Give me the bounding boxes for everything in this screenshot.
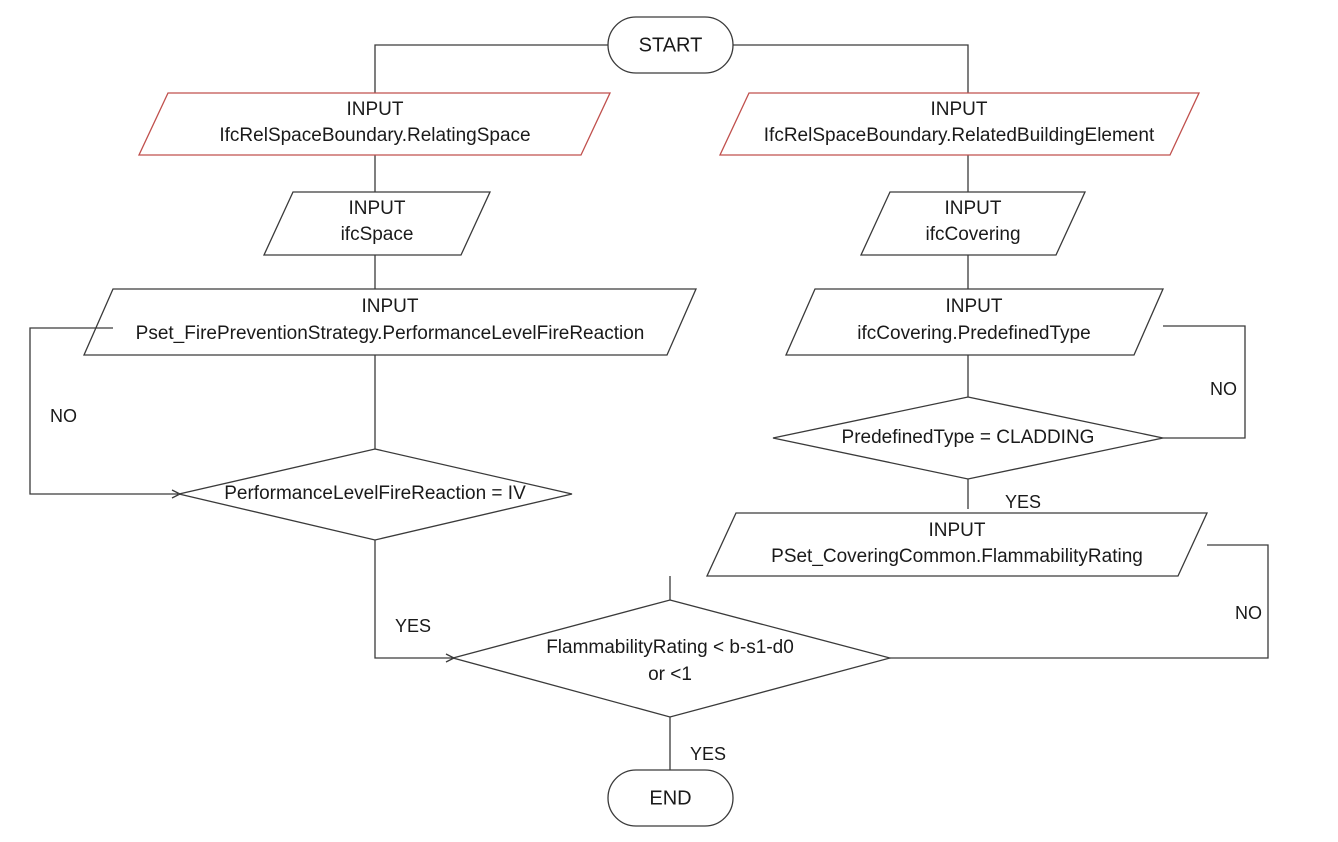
edge-label-flammability-yes: YES [690, 744, 726, 764]
node-input-pset-fire-prevention-line1: INPUT [362, 296, 419, 317]
node-input-related-building-element-line2: IfcRelSpaceBoundary.RelatedBuildingEleme… [764, 125, 1155, 146]
node-decision-performance-level-line1: PerformanceLevelFireReaction = IV [224, 483, 526, 504]
node-input-flammability-rating-line1: INPUT [929, 520, 986, 541]
node-input-related-building-element-line1: INPUT [931, 99, 988, 120]
node-input-predefined-type-line1: INPUT [946, 296, 1003, 317]
node-input-flammability-rating: INPUT PSet_CoveringCommon.FlammabilityRa… [705, 512, 1209, 577]
node-input-ifc-space-line2: ifcSpace [341, 224, 414, 245]
node-start-label: START [639, 34, 703, 56]
node-decision-flammability-line2: or <1 [648, 664, 692, 685]
connector-performance-no-loop [29, 327, 178, 495]
connector-performance-yes-to-flammability-decision [374, 540, 452, 659]
node-input-predefined-type: INPUT ifcCovering.PredefinedType [785, 288, 1164, 356]
node-input-relating-space: INPUT IfcRelSpaceBoundary.RelatingSpace [137, 92, 612, 156]
node-decision-flammability: FlammabilityRating < b-s1-d0 or <1 [450, 599, 893, 718]
node-input-relating-space-line2: IfcRelSpaceBoundary.RelatingSpace [219, 125, 530, 146]
edge-label-flammability-no: NO [1235, 603, 1262, 623]
node-end-label: END [649, 787, 691, 809]
connector-cladding-no-loop [1163, 325, 1246, 439]
node-decision-flammability-line1: FlammabilityRating < b-s1-d0 [546, 637, 794, 658]
node-input-ifc-space-line1: INPUT [349, 198, 406, 219]
node-input-predefined-type-line2: ifcCovering.PredefinedType [857, 323, 1090, 344]
connector-flammability-no-loop [890, 544, 1269, 659]
node-input-ifc-covering: INPUT ifcCovering [859, 191, 1087, 256]
node-start: START [607, 16, 734, 74]
node-decision-predefined-type: PredefinedType = CLADDING [772, 396, 1164, 480]
connector-start-to-left [374, 44, 608, 93]
edge-label-predefined-no: NO [1210, 379, 1237, 399]
edge-label-performance-yes: YES [395, 616, 431, 636]
node-decision-predefined-type-line1: PredefinedType = CLADDING [842, 427, 1095, 448]
node-input-flammability-rating-line2: PSet_CoveringCommon.FlammabilityRating [771, 546, 1143, 567]
edge-label-predefined-yes: YES [1005, 492, 1041, 512]
node-input-ifc-covering-line1: INPUT [945, 198, 1002, 219]
node-input-pset-fire-prevention-line2: Pset_FirePreventionStrategy.PerformanceL… [136, 323, 645, 344]
node-end: END [607, 769, 734, 827]
node-input-ifc-space: INPUT ifcSpace [262, 191, 492, 256]
edge-label-performance-no: NO [50, 406, 77, 426]
node-input-relating-space-line1: INPUT [347, 99, 404, 120]
connector-start-to-right [733, 44, 969, 93]
node-input-related-building-element: INPUT IfcRelSpaceBoundary.RelatedBuildin… [718, 92, 1201, 156]
node-input-pset-fire-prevention: INPUT Pset_FirePreventionStrategy.Perfor… [83, 288, 697, 356]
node-input-ifc-covering-line2: ifcCovering [925, 224, 1020, 245]
node-decision-performance-level: PerformanceLevelFireReaction = IV [178, 448, 573, 541]
